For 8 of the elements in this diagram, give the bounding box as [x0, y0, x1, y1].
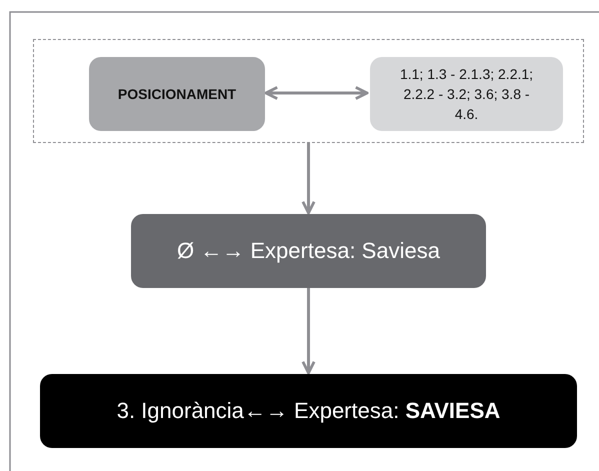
dashed-group-box: [33, 39, 584, 143]
process-box: Ø ←→ Expertesa: Saviesa: [131, 214, 486, 288]
process-box: POSICIONAMENT: [89, 57, 265, 131]
arrow: [264, 86, 368, 100]
reference-box: 1.1; 1.3 - 2.1.3; 2.2.1; 2.2.2 - 3.2; 3.6; 3.8 - 4.6.: [370, 57, 563, 131]
arrow: [302, 288, 316, 374]
result-box: 3. Ignorància←→ Expertesa: SAVIESA: [40, 374, 577, 448]
arrow: [302, 143, 316, 214]
